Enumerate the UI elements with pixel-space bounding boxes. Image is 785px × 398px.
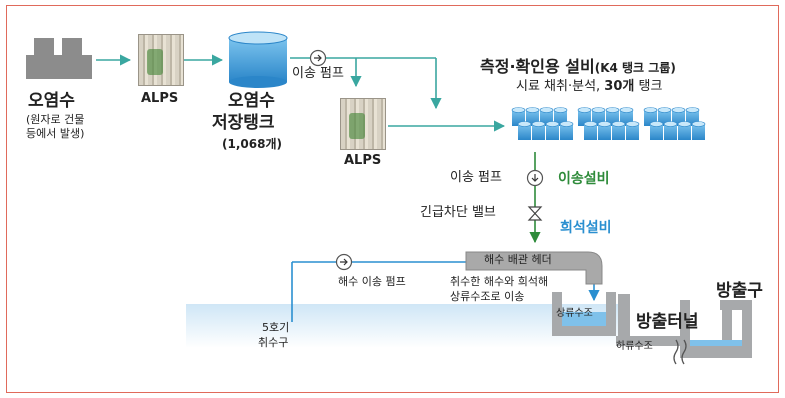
transfer-pump-top-label: 이송 펌프 — [292, 66, 344, 81]
shutoff-valve-label: 긴급차단 밸브 — [420, 205, 496, 220]
measure-sub-row: 시료 채취·분석, 30개 탱크 — [516, 79, 663, 95]
alps-photo-2 — [340, 98, 386, 150]
k4-tank-top — [577, 107, 592, 113]
k4-tank-top — [553, 107, 568, 113]
k4-tank — [584, 124, 597, 140]
intake-line2: 취수구 — [258, 336, 289, 349]
k4-tank-top — [691, 121, 706, 127]
discharge-tunnel-structure — [552, 292, 752, 358]
valve-icon — [527, 206, 543, 221]
k4-tank-top — [657, 107, 672, 113]
measure-title-sub: (K4 탱크 그룹) — [594, 61, 676, 75]
seawater-header-pipe — [465, 251, 603, 285]
k4-tank — [650, 124, 663, 140]
k4-tank — [546, 124, 559, 140]
k4-tank-top — [517, 121, 532, 127]
k4-tank — [532, 124, 545, 140]
k4-tank — [626, 124, 639, 140]
k4-tank-top — [559, 121, 574, 127]
storage-line2: 저장탱크 — [212, 113, 275, 133]
seawater-pump-label: 해수 이송 펌프 — [338, 275, 406, 288]
k4-tank-top — [625, 121, 640, 127]
transfer-pump-mid-label: 이송 펌프 — [450, 170, 502, 185]
measure-sub-bold: 30개 — [604, 79, 635, 94]
k4-tank-top — [511, 107, 526, 113]
k4-tank-top — [597, 121, 612, 127]
measure-title-row: 측정·확인용 설비(K4 탱크 그룹) — [480, 57, 676, 76]
k4-tank — [692, 124, 705, 140]
k4-tank — [560, 124, 573, 140]
outlet-label: 방출구 — [716, 281, 763, 301]
sea-area — [186, 304, 618, 348]
transfer-equipment-label: 이송설비 — [558, 171, 610, 187]
mix-note-1: 취수한 해수와 희석해 — [450, 275, 549, 288]
k4-tank-top — [671, 107, 686, 113]
alps-photo-1 — [138, 34, 184, 86]
k4-tank-top — [649, 121, 664, 127]
k4-tank — [518, 124, 531, 140]
mix-note-2: 상류수조로 이송 — [450, 290, 525, 303]
pump-icon-mid — [526, 169, 544, 187]
intake-line1: 5호기 — [262, 321, 290, 334]
storage-line1: 오염수 — [228, 91, 275, 111]
k4-tank — [612, 124, 625, 140]
k4-tank-top — [591, 107, 606, 113]
k4-tank-top — [619, 107, 634, 113]
source-title: 오염수 — [28, 91, 75, 111]
k4-tank-group-icon — [511, 107, 706, 140]
measure-title: 측정·확인용 설비 — [480, 57, 595, 76]
source-note-1: (원자로 건물 — [26, 113, 85, 126]
upstream-water — [562, 312, 606, 326]
k4-tank-top — [583, 121, 598, 127]
measure-sub-suffix: 탱크 — [634, 79, 663, 94]
k4-tank — [598, 124, 611, 140]
pump-icon-seawater — [335, 253, 353, 271]
downstream-water — [690, 340, 742, 346]
k4-tank-top — [605, 107, 620, 113]
alps-label-1: ALPS — [141, 91, 179, 106]
source-note-2: 등에서 발생) — [26, 127, 85, 140]
k4-tank-top — [663, 121, 678, 127]
header-label: 해수 배관 헤더 — [484, 253, 552, 266]
storage-count: (1,068개) — [222, 137, 282, 151]
k4-tank-top — [643, 107, 658, 113]
tunnel-label: 방출터널 — [636, 312, 699, 332]
flow-wave-icon — [673, 339, 687, 365]
k4-tank-top — [611, 121, 626, 127]
k4-tank-top — [531, 121, 546, 127]
pump-icon-top — [309, 49, 327, 67]
dilution-equipment-label: 희석설비 — [560, 220, 612, 236]
k4-tank — [664, 124, 677, 140]
k4-tank-top — [525, 107, 540, 113]
storage-tank-icon — [228, 31, 288, 88]
downstream-tank-label: 하류수조 — [616, 341, 653, 352]
k4-tank — [678, 124, 691, 140]
upstream-tank-label: 상류수조 — [556, 308, 593, 319]
building-icon — [26, 38, 92, 79]
alps-label-2: ALPS — [344, 153, 382, 168]
k4-tank-top — [545, 121, 560, 127]
measure-sub-prefix: 시료 채취·분석, — [516, 79, 605, 94]
k4-tank-top — [677, 121, 692, 127]
k4-tank-top — [685, 107, 700, 113]
k4-tank-top — [539, 107, 554, 113]
